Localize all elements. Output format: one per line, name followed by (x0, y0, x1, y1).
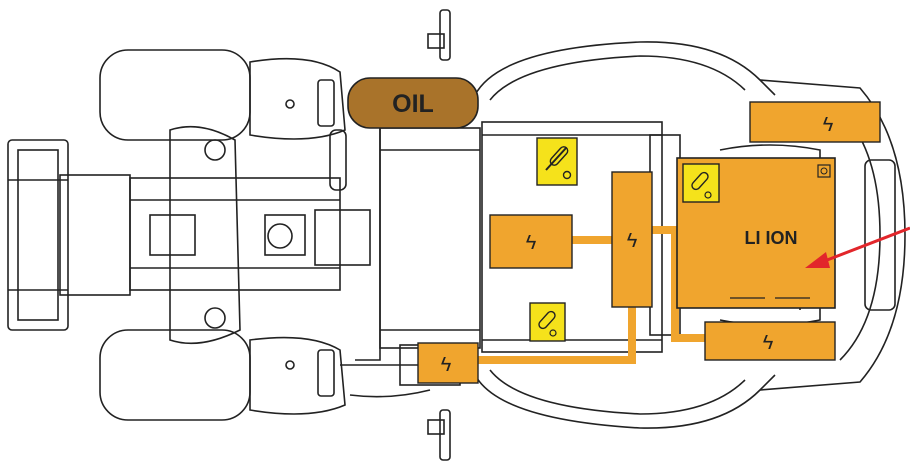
hv-module-center-left: ϟ (489, 214, 573, 269)
warning-plate-icon (536, 137, 578, 186)
hv-module-bottom-left: ϟ (417, 342, 479, 384)
hv-cables (478, 226, 705, 364)
lightning-bolt-icon: ϟ (441, 354, 452, 376)
vehicle-outline (7, 9, 906, 461)
hv-module-bottom-right: ϟ (704, 321, 836, 361)
oil-label: OIL (392, 90, 434, 118)
battery-label: LI ION (745, 228, 798, 248)
red-arrow-icon (805, 226, 910, 268)
warning-plate-icon (682, 163, 720, 203)
lightning-bolt-icon: ϟ (526, 232, 537, 254)
lightning-bolt-icon: ϟ (763, 332, 774, 354)
oil-tank: OIL (347, 77, 479, 129)
hv-module-top-right: ϟ (749, 101, 881, 143)
hv-module-vertical: ϟ (611, 171, 653, 308)
warning-plate-icon (529, 302, 566, 342)
lightning-bolt-icon: ϟ (627, 230, 638, 252)
lightning-bolt-icon: ϟ (823, 114, 834, 136)
li-ion-battery: LI ION (676, 157, 836, 309)
